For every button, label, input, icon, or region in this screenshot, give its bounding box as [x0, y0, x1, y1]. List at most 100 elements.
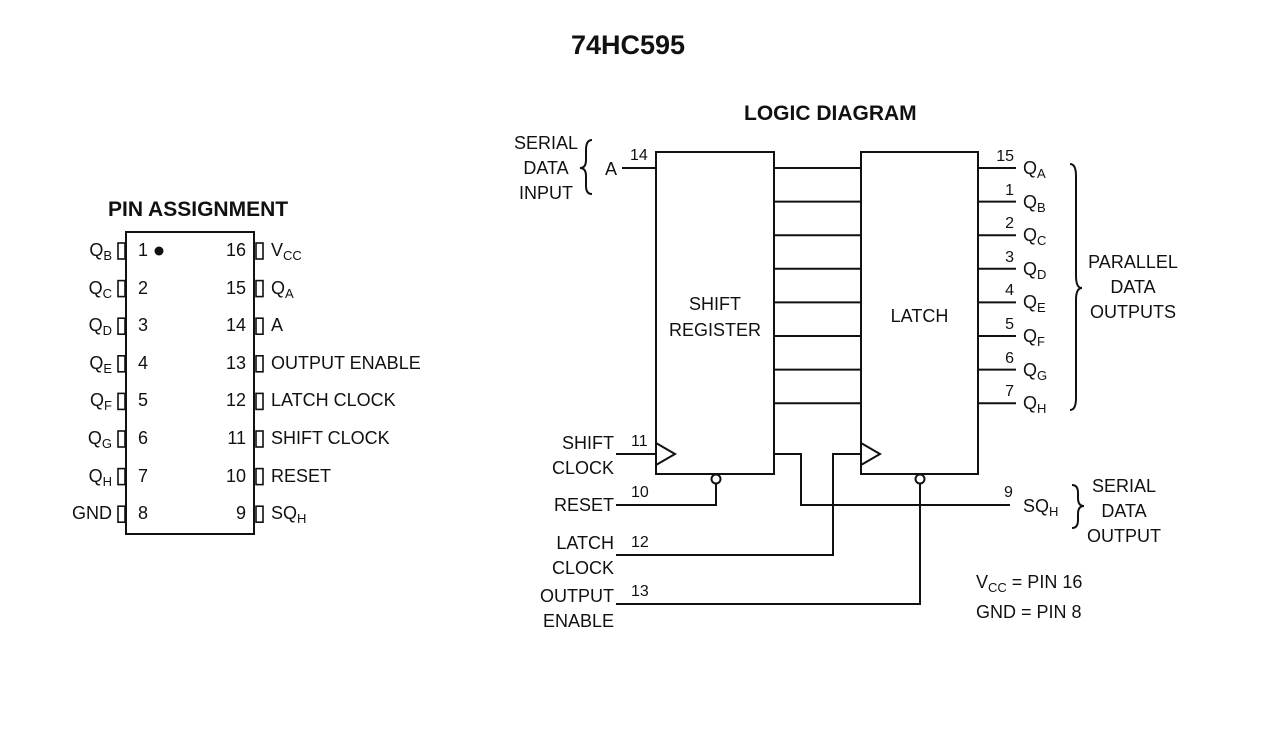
pin-stub-left	[117, 317, 126, 336]
pin-assignment-heading: PIN ASSIGNMENT	[108, 198, 289, 221]
pin-stub-right	[255, 354, 264, 373]
output-pin-label: QG	[1023, 359, 1048, 383]
pin-label-right: LATCH CLOCK	[271, 390, 396, 411]
pin-stub-right	[255, 392, 264, 411]
pin-stub-right	[255, 430, 264, 448]
serial-out-wire	[774, 453, 1010, 506]
output-pin-label: QB	[1023, 191, 1046, 215]
latch-clock-triangle	[860, 442, 882, 466]
pin-stubs	[117, 242, 264, 524]
output-pin-label: QE	[1023, 292, 1046, 316]
pin-label-left: QC	[88, 277, 112, 301]
pin-stub-right	[255, 467, 264, 486]
output-enable-label: OUTPUT ENABLE	[540, 586, 614, 631]
output-pin-label: QH	[1023, 393, 1047, 417]
pin-number-left: 2	[138, 277, 149, 298]
latch-label: LATCH	[890, 306, 949, 326]
shift-register-label: SHIFT REGISTER	[668, 294, 761, 340]
serial-output-pin-label: SQH	[1023, 496, 1059, 519]
pin-number-right: 9	[235, 503, 246, 524]
output-enable-pin-number: 13	[631, 583, 649, 600]
pin-number-right: 13	[225, 352, 246, 373]
pin-number-left: 7	[138, 465, 149, 486]
latch-clock-wire	[616, 453, 861, 556]
serial-input-pin-number: 14	[630, 147, 648, 164]
shift-clock-pin-number: 11	[631, 433, 648, 450]
logic-diagram-heading: LOGIC DIAGRAM	[744, 102, 917, 125]
pin-label-right: QA	[271, 277, 294, 301]
pin-label-left: GND	[72, 503, 112, 524]
power-note: VCC = PIN 16 GND = PIN 8	[976, 570, 1082, 624]
vcc-note: VCC = PIN 16	[976, 572, 1083, 595]
pin-label-right: VCC	[271, 240, 302, 263]
pin-number-right: 11	[227, 428, 246, 448]
pin-stub-left	[117, 430, 126, 448]
shift-clock-label: SHIFT CLOCK	[552, 433, 615, 478]
pin-label-left: QD	[88, 315, 112, 339]
output-pin-label: QD	[1023, 258, 1047, 282]
pin-stub-left	[117, 242, 126, 260]
pin1-dot	[154, 246, 164, 256]
pin-label-right: SQH	[271, 503, 307, 527]
output-pin-label: QA	[1023, 158, 1046, 181]
pin-label-left: QG	[87, 428, 112, 451]
output-pin-label: QC	[1023, 225, 1047, 249]
pin-label-right: RESET	[271, 465, 332, 486]
pin-number-right: 10	[225, 465, 246, 486]
pin-label-left: QH	[88, 465, 112, 489]
output-pin-label: QF	[1023, 326, 1045, 349]
pin-number-left: 4	[138, 352, 149, 373]
pin-label-left: QB	[89, 240, 112, 263]
pin-stub-right	[255, 242, 264, 260]
reset-pin-number: 10	[631, 484, 649, 501]
output-pin-number: 2	[1005, 215, 1014, 233]
pin-number-left: 6	[138, 428, 149, 448]
pin-label-left: QF	[90, 390, 112, 414]
ic-package-body	[125, 231, 255, 535]
pin-number-right: 15	[225, 277, 246, 298]
output-pin-number: 4	[1005, 282, 1014, 300]
serial-output-pin-number: 9	[1004, 484, 1013, 501]
pin-stub-right	[255, 279, 264, 298]
pin-number-left: 3	[138, 315, 149, 336]
pin-stub-left	[117, 279, 126, 298]
pin-stub-left	[117, 392, 126, 411]
output-pin-number: 5	[1005, 316, 1014, 333]
output-pin-number: 15	[996, 148, 1014, 165]
reset-label: RESET	[553, 495, 614, 515]
output-enable-wire	[616, 483, 921, 605]
output-pin-number: 1	[1005, 181, 1014, 199]
pin-number-right: 12	[225, 390, 246, 411]
pin-label-right: SHIFT CLOCK	[271, 428, 390, 448]
output-pin-number: 6	[1005, 349, 1014, 367]
output-pin-number: 3	[1005, 248, 1014, 266]
serial-out-brace	[1071, 484, 1085, 529]
pin-number-left: 8	[138, 503, 149, 524]
latch-clock-label: LATCH CLOCK	[552, 533, 615, 578]
pin-number-right: 16	[225, 240, 246, 260]
pin-number-left: 5	[138, 390, 149, 411]
pin-stub-right	[255, 317, 264, 336]
serial-output-label: SERIAL DATA OUTPUT	[1087, 476, 1161, 546]
shift-clock-triangle	[655, 442, 677, 466]
serial-input-pin-label: A	[605, 159, 618, 179]
pin-stub-left	[117, 467, 126, 486]
pin-stub-right	[255, 505, 264, 524]
page-title: 74HC595	[571, 30, 686, 60]
parallel-brace	[1069, 163, 1083, 411]
pin-label-right: A	[271, 315, 284, 336]
gnd-note: GND = PIN 8	[976, 602, 1082, 622]
output-pin-number: 7	[1005, 383, 1014, 401]
serial-in-brace	[579, 139, 593, 195]
pin-label-left: QE	[89, 352, 112, 376]
latch-clock-pin-number: 12	[631, 534, 649, 551]
output-wires	[978, 167, 1016, 405]
serial-input-label: SERIAL DATA INPUT	[514, 133, 579, 203]
pin-stub-left	[117, 354, 126, 373]
parallel-outputs-label: PARALLEL DATA OUTPUTS	[1088, 252, 1178, 322]
pin-number-right: 14	[225, 315, 246, 336]
internal-bus	[774, 167, 861, 405]
pin-number-left: 1	[138, 240, 149, 260]
